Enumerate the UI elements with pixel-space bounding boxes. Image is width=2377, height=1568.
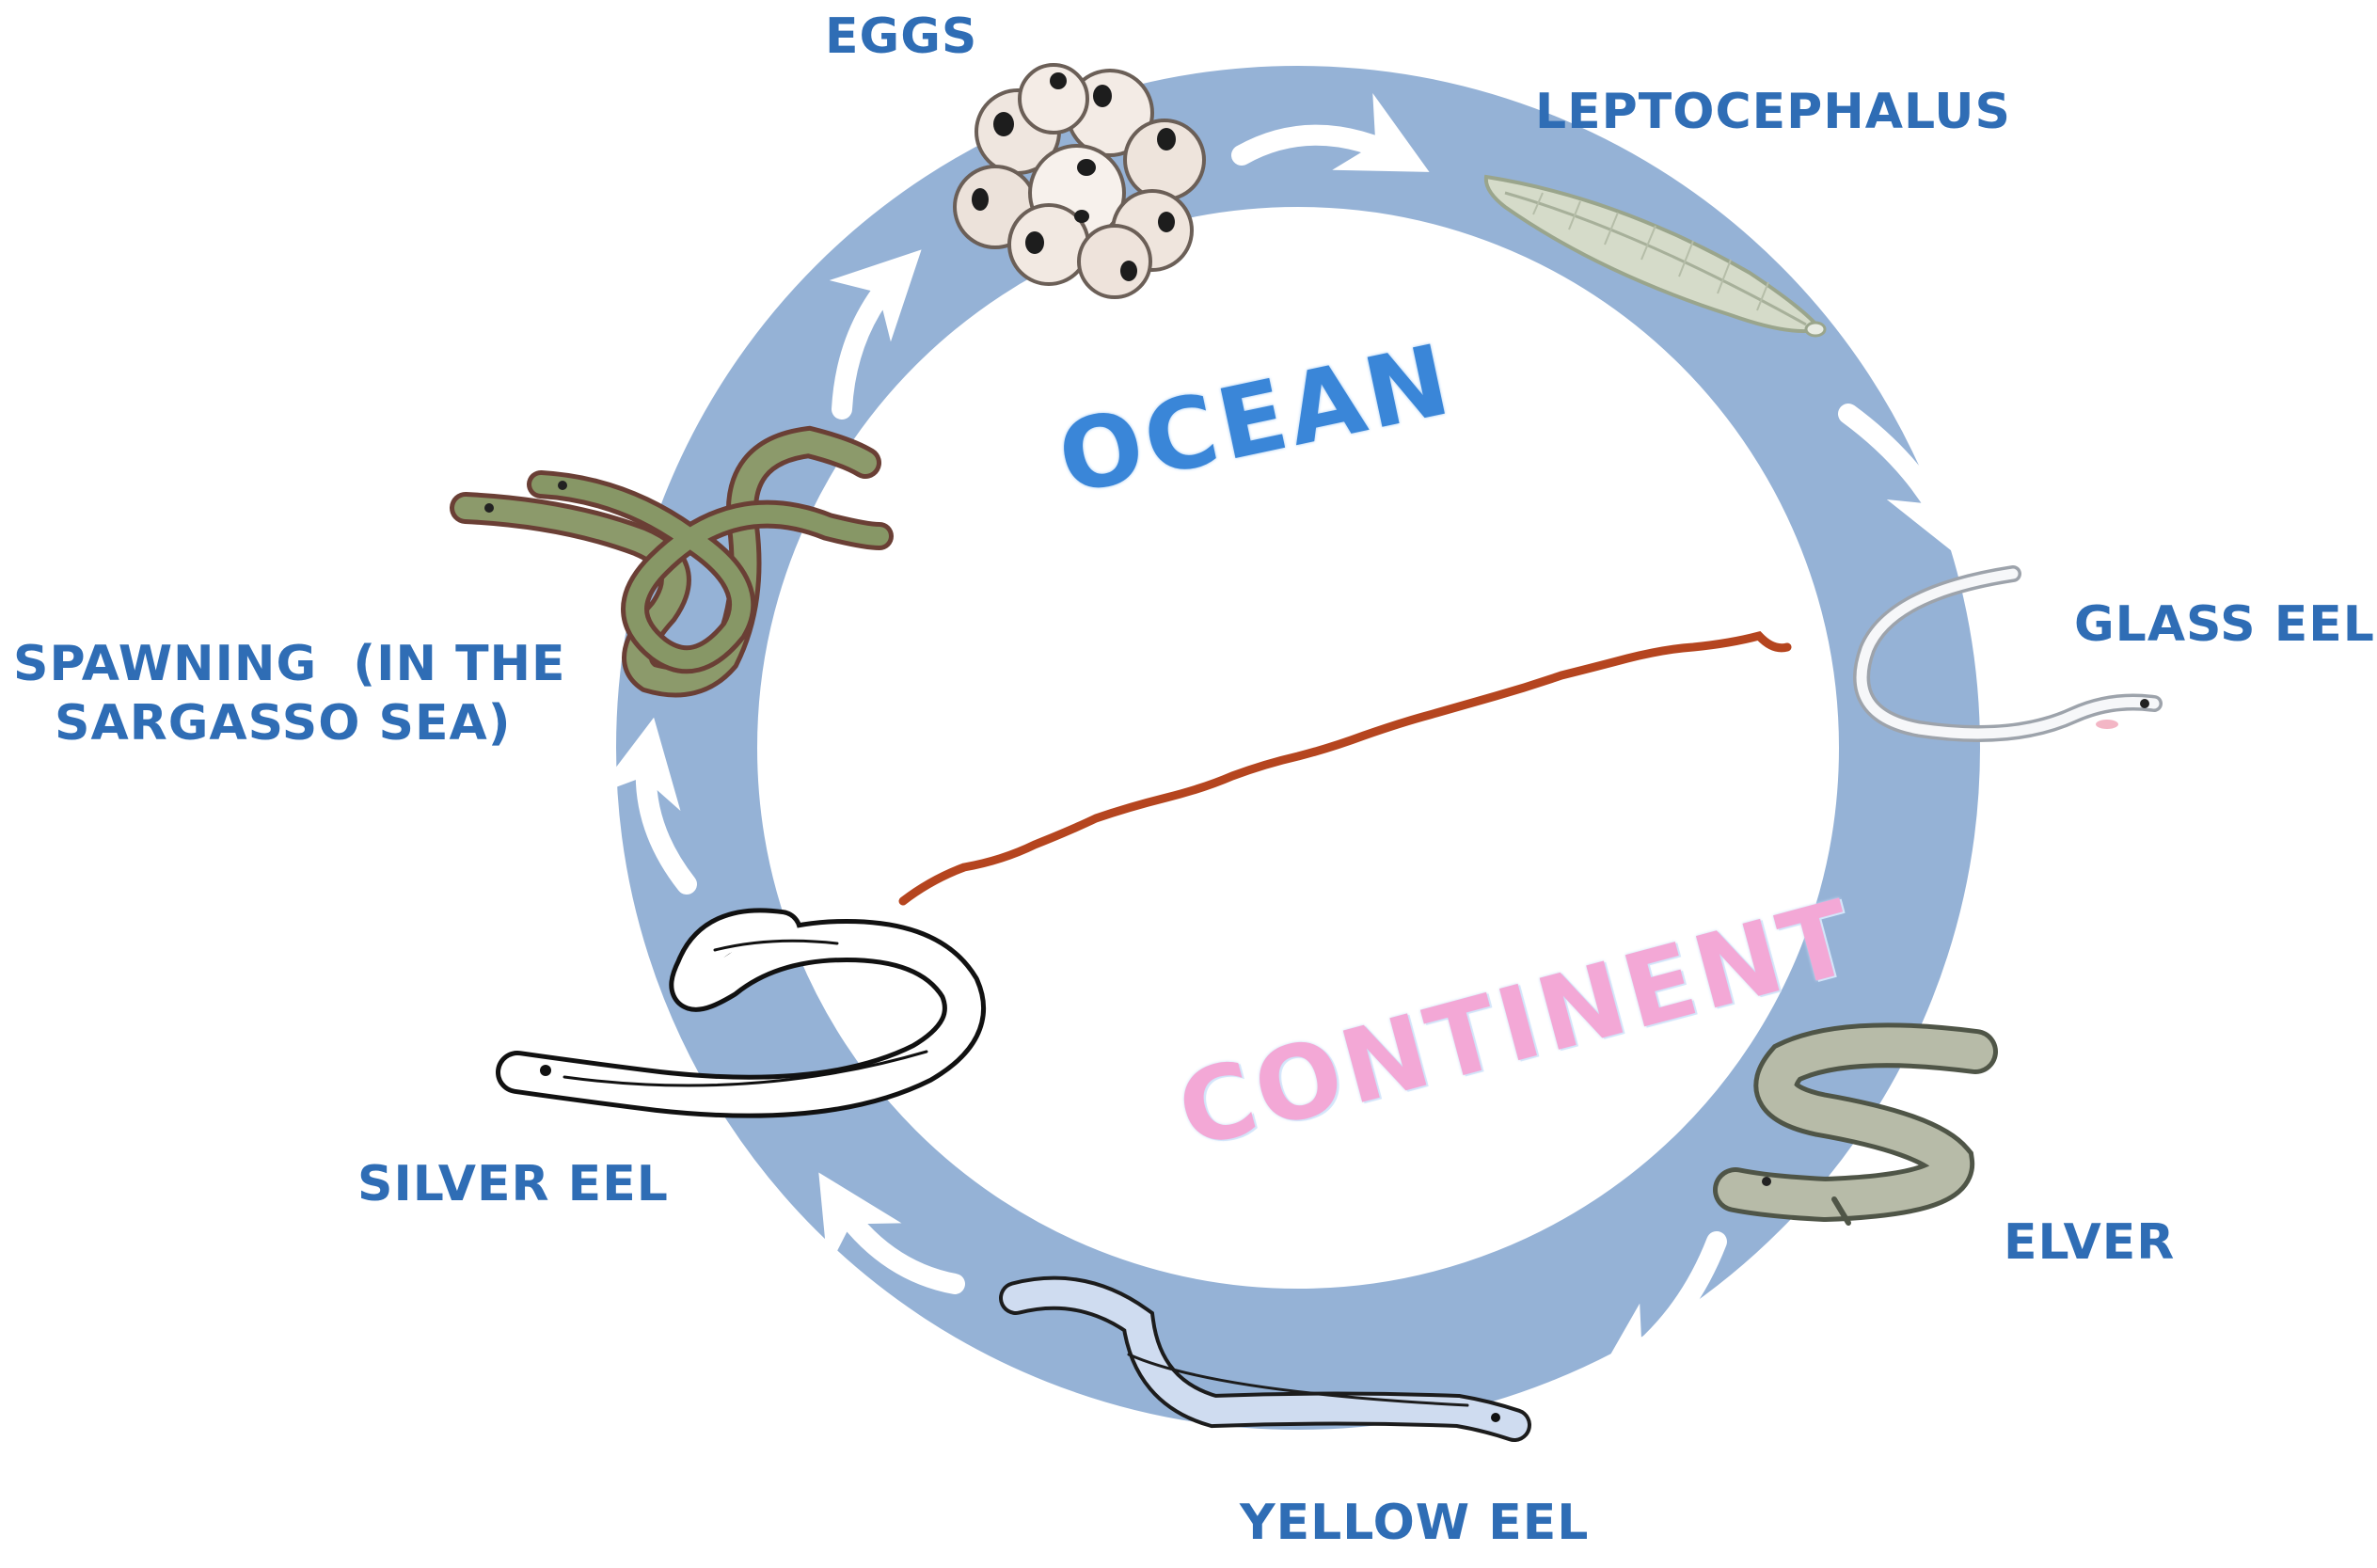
stage-label-elver: ELVER: [2004, 1214, 2176, 1271]
eggs-icon: [953, 63, 1206, 299]
stage-label-spawning-line2: SARGASSO SEA): [55, 695, 512, 752]
stage-label-glass-eel: GLASS EEL: [2074, 596, 2375, 653]
arrow-yellow-eel-to-silver-eel: [818, 1172, 965, 1294]
elver-icon: [1713, 1022, 1998, 1226]
arrow-leptocephalus-to-glass-eel: [1838, 404, 1966, 561]
spawning-eels-icon: [450, 425, 894, 698]
yellow-eel-icon: [999, 1275, 1531, 1442]
stage-label-spawning: SPAWNING (IN THE SARGASSO SEA): [13, 635, 566, 754]
stage-label-yellow-eel: YELLOW EEL: [1240, 1495, 1590, 1551]
silver-eel-icon: [496, 908, 986, 1118]
stage-label-spawning-line1: SPAWNING (IN THE: [13, 636, 566, 692]
leptocephalus-icon: [1483, 174, 1827, 338]
ocean-continent-boundary: [898, 630, 1792, 906]
cycle-arrows: [594, 93, 2044, 1388]
arrow-silver-eel-to-spawning: [594, 717, 697, 895]
stage-label-silver-eel: SILVER EEL: [357, 1156, 669, 1212]
arrow-spawning-to-eggs: [829, 249, 922, 420]
glass-eel-icon: [1853, 565, 2163, 742]
arrow-elver-to-yellow-eel: [1591, 1231, 1727, 1388]
arrow-glass-eel-to-elver: [1961, 817, 2044, 996]
stage-label-leptocephalus: LEPTOCEPHALUS: [1535, 84, 2011, 140]
arrow-eggs-to-leptocephalus: [1231, 93, 1430, 172]
stage-label-eggs: EGGS: [825, 8, 978, 65]
